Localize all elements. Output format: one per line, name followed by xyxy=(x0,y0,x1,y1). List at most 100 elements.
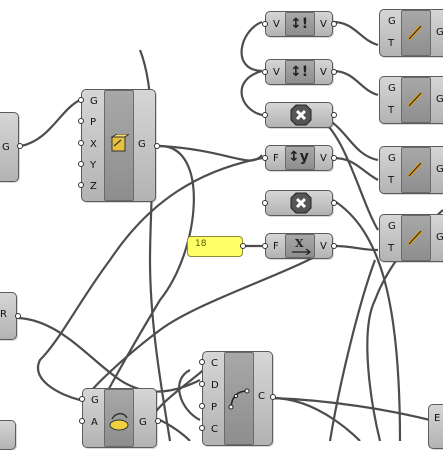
output-grip[interactable] xyxy=(331,243,337,249)
series-component-2[interactable]: V ↕! V xyxy=(265,59,333,85)
output-grip[interactable] xyxy=(17,143,23,149)
arc-component[interactable]: C D P C C xyxy=(202,351,273,446)
output-grip[interactable] xyxy=(331,155,337,161)
port-g: G xyxy=(388,221,396,232)
output-grip[interactable] xyxy=(154,143,160,149)
interpolate-curve-icon xyxy=(407,229,423,246)
rotate-component[interactable]: G A G xyxy=(82,388,157,448)
construct-plane-icon xyxy=(110,134,129,152)
wire xyxy=(332,69,379,97)
port-e: E xyxy=(434,413,441,424)
construct-plane-component[interactable]: G P X Y Z G xyxy=(81,89,156,202)
number-slider[interactable]: 18 xyxy=(187,236,243,257)
interpolate-curve-icon xyxy=(407,161,423,178)
port-g-output: G xyxy=(436,94,443,105)
input-grip[interactable] xyxy=(78,140,84,146)
port-t: T xyxy=(388,243,395,254)
wire xyxy=(240,20,263,73)
output-grip[interactable] xyxy=(240,243,246,249)
remove-component-2[interactable] xyxy=(265,190,333,216)
port-x: X xyxy=(90,139,97,150)
port-g: G xyxy=(388,16,396,27)
input-grip[interactable] xyxy=(78,161,84,167)
port-t: T xyxy=(388,175,395,186)
port-z: Z xyxy=(90,181,97,192)
port-t: T xyxy=(388,38,395,49)
output-grip[interactable] xyxy=(15,313,21,319)
partial-component-left[interactable]: G xyxy=(0,112,19,182)
wire xyxy=(178,369,201,421)
input-grip[interactable] xyxy=(199,381,205,387)
remove-component-1[interactable] xyxy=(265,102,333,128)
port-g-output: G xyxy=(139,417,147,428)
input-grip[interactable] xyxy=(262,21,268,27)
interpolate-curve-icon xyxy=(407,91,423,108)
port-t: T xyxy=(388,105,395,116)
port-p: P xyxy=(211,402,218,413)
cull-icon xyxy=(290,192,312,214)
port-v-input: V xyxy=(273,67,280,78)
wire xyxy=(83,245,334,401)
output-grip[interactable] xyxy=(331,21,337,27)
port-g-output: G xyxy=(436,164,443,175)
partial-component-bottom-left[interactable] xyxy=(0,420,16,450)
cull-icon xyxy=(290,104,312,126)
wire xyxy=(159,144,263,162)
port-g: G xyxy=(91,395,99,406)
input-grip[interactable] xyxy=(78,97,84,103)
range-icon: ↕y xyxy=(288,149,309,165)
port-c-output: C xyxy=(258,391,265,402)
wire xyxy=(240,69,263,117)
port-g-output: G xyxy=(436,232,443,243)
input-grip[interactable] xyxy=(78,182,84,188)
series-icon: ↕! xyxy=(290,16,309,32)
component-core xyxy=(285,234,315,258)
port-f-input: F xyxy=(273,241,279,252)
wire xyxy=(332,156,379,181)
port-v-output: V xyxy=(320,153,327,164)
input-grip[interactable] xyxy=(78,118,84,124)
input-grip[interactable] xyxy=(199,359,205,365)
input-grip[interactable] xyxy=(199,425,205,431)
output-grip[interactable] xyxy=(155,418,161,424)
port-v-output: V xyxy=(320,19,327,30)
wire xyxy=(159,419,191,441)
evaluate-component[interactable]: F X V xyxy=(265,233,333,259)
input-grip[interactable] xyxy=(262,243,268,249)
input-grip[interactable] xyxy=(262,69,268,75)
svg-text:X: X xyxy=(295,237,304,250)
port-d: D xyxy=(211,380,219,391)
curve-component-3[interactable]: G T G xyxy=(379,146,443,194)
wire xyxy=(20,99,81,148)
output-grip[interactable] xyxy=(331,200,337,206)
output-grip[interactable] xyxy=(331,112,337,118)
curve-component-4[interactable]: G T G xyxy=(379,214,443,262)
range-component[interactable]: F ↕y V xyxy=(265,145,333,171)
wire xyxy=(17,316,201,393)
port-g-output: G xyxy=(436,27,443,38)
curve-component-1[interactable]: G T G xyxy=(379,9,443,57)
input-grip[interactable] xyxy=(262,112,268,118)
input-grip[interactable] xyxy=(79,418,85,424)
port-a: A xyxy=(91,417,98,428)
output-grip[interactable] xyxy=(331,69,337,75)
input-grip[interactable] xyxy=(79,396,85,402)
port-g: G xyxy=(388,153,396,164)
port-y: Y xyxy=(90,160,97,171)
wire xyxy=(271,396,431,422)
output-grip[interactable] xyxy=(270,394,276,400)
partial-component-bottom-right[interactable]: E xyxy=(428,404,443,449)
input-grip[interactable] xyxy=(262,155,268,161)
series-component-1[interactable]: V ↕! V xyxy=(265,11,333,37)
curve-component-2[interactable]: G T G xyxy=(379,76,443,124)
port-p: P xyxy=(90,117,97,128)
input-grip[interactable] xyxy=(262,200,268,206)
port-v-input: V xyxy=(273,19,280,30)
wire xyxy=(36,156,263,402)
rotate-icon xyxy=(109,412,129,431)
input-grip[interactable] xyxy=(199,403,205,409)
arc-icon xyxy=(228,388,250,410)
interpolate-curve-icon xyxy=(407,24,423,41)
port-g: G xyxy=(90,96,98,107)
